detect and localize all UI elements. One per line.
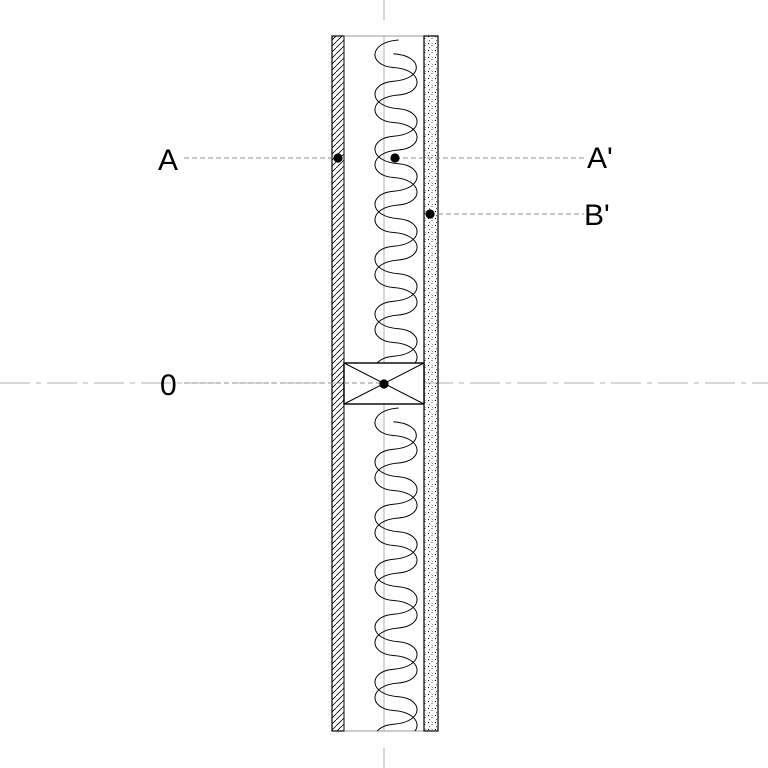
labels: A A' B' 0 xyxy=(158,142,613,402)
point-a xyxy=(333,153,343,163)
insulation-bottom xyxy=(374,407,418,731)
insulation-top xyxy=(374,39,418,363)
batt-coil-a xyxy=(374,407,418,731)
label-a-prime: A' xyxy=(587,142,613,175)
batt-coil-b xyxy=(374,421,418,731)
batt-coil-b xyxy=(374,53,418,363)
board-right-layer xyxy=(423,35,439,732)
batt-coil-a xyxy=(374,39,418,363)
point-origin xyxy=(379,379,389,389)
reference-points xyxy=(333,153,435,389)
label-b-prime: B' xyxy=(584,199,610,232)
point-b-prime xyxy=(425,209,435,219)
label-a: A xyxy=(158,144,178,177)
leader-lines xyxy=(184,157,586,384)
point-a-prime xyxy=(390,153,400,163)
label-origin: 0 xyxy=(160,369,177,402)
